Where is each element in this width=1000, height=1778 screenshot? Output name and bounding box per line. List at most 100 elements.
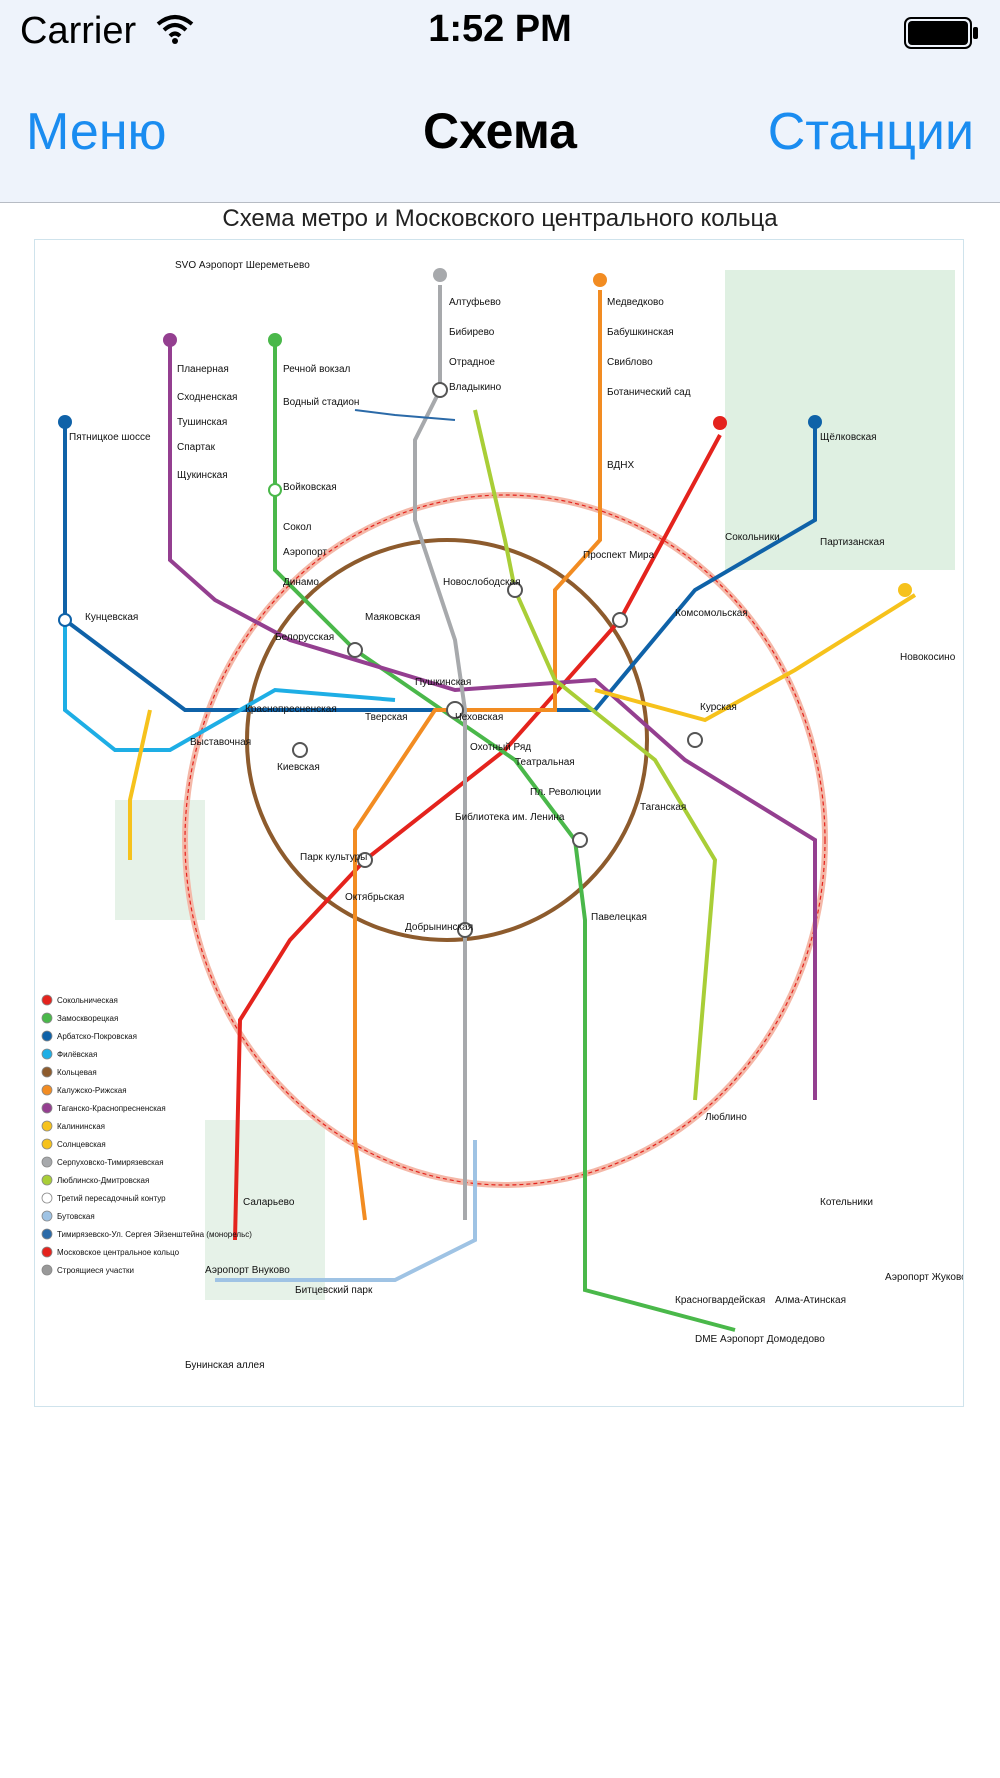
station-label[interactable]: Проспект Мира [583, 550, 655, 561]
station-label[interactable]: Курская [700, 702, 737, 713]
station-label[interactable]: Сокол [283, 522, 312, 533]
station-label[interactable]: Пл. Революции [530, 787, 601, 798]
legend-item-label: Серпуховско-Тимирязевская [57, 1158, 164, 1167]
station-label[interactable]: Свиблово [607, 356, 653, 368]
station-label[interactable]: Ботанический сад [607, 387, 691, 398]
legend-line-icon [41, 1012, 53, 1024]
page-title: Схема [423, 103, 577, 159]
station-label[interactable]: Спартак [177, 442, 216, 453]
station-label[interactable]: Медведково [607, 297, 664, 308]
station-label[interactable]: Чеховская [455, 712, 503, 723]
station-label[interactable]: Котельники [820, 1197, 873, 1208]
station-label[interactable]: Пятницкое шоссе [69, 432, 151, 443]
wifi-icon [155, 14, 195, 49]
station-label[interactable]: Октябрьская [345, 891, 404, 903]
line-8-kalininskaya [594, 593, 917, 723]
station-label[interactable]: Парк культуры [300, 852, 367, 863]
station-marker[interactable] [612, 612, 628, 628]
station-label[interactable]: Красногвардейская [675, 1295, 765, 1306]
station-label[interactable]: Тверская [365, 712, 408, 723]
station-label[interactable]: Добрынинская [405, 921, 473, 933]
station-label[interactable]: Битцевский парк [295, 1285, 373, 1296]
station-label[interactable]: Бибирево [449, 326, 495, 338]
station-label[interactable]: Кунцевская [85, 612, 138, 623]
station-label[interactable]: Динамо [283, 577, 319, 588]
station-label[interactable]: Щёлковская [820, 432, 877, 443]
station-label[interactable]: DME Аэропорт Домодедово [695, 1334, 825, 1345]
station-label[interactable]: Библиотека им. Ленина [455, 811, 565, 823]
station-label[interactable]: Аэропорт Внуково [205, 1265, 290, 1276]
station-label[interactable]: Выставочная [190, 737, 251, 748]
station-label[interactable]: Театральная [515, 757, 575, 768]
station-label[interactable]: Сокольники [725, 532, 780, 543]
station-label[interactable]: Водный стадион [283, 397, 359, 408]
station-label[interactable]: Отрадное [449, 357, 495, 368]
station-marker[interactable] [432, 382, 448, 398]
menu-button[interactable]: Меню [26, 103, 167, 161]
station-label[interactable]: Владыкино [449, 382, 502, 393]
station-marker[interactable] [58, 613, 72, 627]
station-label[interactable]: Пушкинская [415, 677, 471, 688]
station-label[interactable]: Белорусская [275, 632, 334, 643]
station-label[interactable]: Сходненская [177, 392, 237, 403]
station-label[interactable]: Комсомольская [675, 608, 748, 619]
line-badge-3 [58, 415, 72, 429]
park-area [725, 270, 955, 570]
line-13-monorail [354, 409, 456, 421]
station-label[interactable]: Алтуфьево [449, 296, 501, 308]
line-badge-8 [898, 583, 912, 597]
legend-line-icon [41, 1192, 53, 1204]
legend-item-label: Замоскворецкая [57, 1014, 118, 1023]
station-label[interactable]: ВДНХ [607, 460, 634, 471]
station-label[interactable]: Партизанская [820, 537, 885, 548]
map-caption: Схема метро и Московского центрального к… [222, 205, 778, 232]
station-label[interactable]: Павелецкая [591, 912, 647, 923]
station-label[interactable]: Таганская [640, 802, 686, 813]
station-label[interactable]: Войковская [283, 482, 337, 493]
station-marker[interactable] [507, 582, 523, 598]
legend-line-icon [41, 1264, 53, 1276]
station-label[interactable]: Щукинская [177, 470, 228, 481]
line-8a-solntsevskaya [128, 709, 152, 860]
station-marker[interactable] [357, 852, 373, 868]
legend-item-label: Калужско-Рижская [57, 1086, 127, 1095]
station-label[interactable]: Тушинская [177, 417, 227, 428]
station-label[interactable]: Алма-Атинская [775, 1295, 846, 1306]
station-label[interactable]: Охотный Ряд [470, 742, 531, 753]
station-label[interactable]: Краснопресненская [245, 704, 337, 715]
metro-map-canvas[interactable]: SVO Аэропорт Шереметьево Алтуфьево Бибир… [35, 240, 963, 1406]
station-marker[interactable] [687, 732, 703, 748]
legend-item-label: Люблинско-Дмитровская [57, 1176, 149, 1185]
line-2-zamoskvoretskaya [273, 345, 736, 1332]
station-label[interactable]: SVO Аэропорт Шереметьево [175, 260, 310, 271]
station-label[interactable]: Киевская [277, 762, 320, 773]
legend-item-label: Филёвская [57, 1050, 97, 1059]
station-label[interactable]: Аэропорт Жуковский [885, 1272, 963, 1283]
station-marker[interactable] [572, 832, 588, 848]
legend-line-icon [41, 1246, 53, 1258]
station-label[interactable]: Саларьево [243, 1197, 295, 1208]
station-label[interactable]: Планерная [177, 364, 229, 375]
stations-button[interactable]: Станции [767, 103, 974, 161]
station-label[interactable]: Новокосино [900, 652, 956, 663]
line-badge-3 [808, 415, 822, 429]
navigation-bar: Carrier 1:52 PM Меню Схема Станции [0, 0, 1000, 203]
metro-map[interactable]: SVO Аэропорт Шереметьево Алтуфьево Бибир… [34, 239, 964, 1407]
station-marker[interactable] [457, 922, 473, 938]
legend-line-icon [41, 1102, 53, 1114]
station-marker[interactable] [268, 483, 282, 497]
station-label[interactable]: Новослободская [443, 576, 521, 588]
station-marker[interactable] [347, 642, 363, 658]
station-marker[interactable] [446, 701, 464, 719]
station-label[interactable]: Аэропорт [283, 547, 327, 558]
station-label[interactable]: Речной вокзал [283, 364, 351, 375]
station-label[interactable]: Бабушкинская [607, 326, 674, 338]
line-badge-6 [593, 273, 607, 287]
station-label[interactable]: Бунинская аллея [185, 1360, 265, 1371]
station-marker[interactable] [292, 742, 308, 758]
circle-line-5 [245, 538, 649, 942]
station-label[interactable]: Люблино [705, 1111, 747, 1123]
legend-line-icon [41, 1138, 53, 1150]
line-badge-1 [713, 416, 727, 430]
station-label[interactable]: Маяковская [365, 612, 420, 623]
